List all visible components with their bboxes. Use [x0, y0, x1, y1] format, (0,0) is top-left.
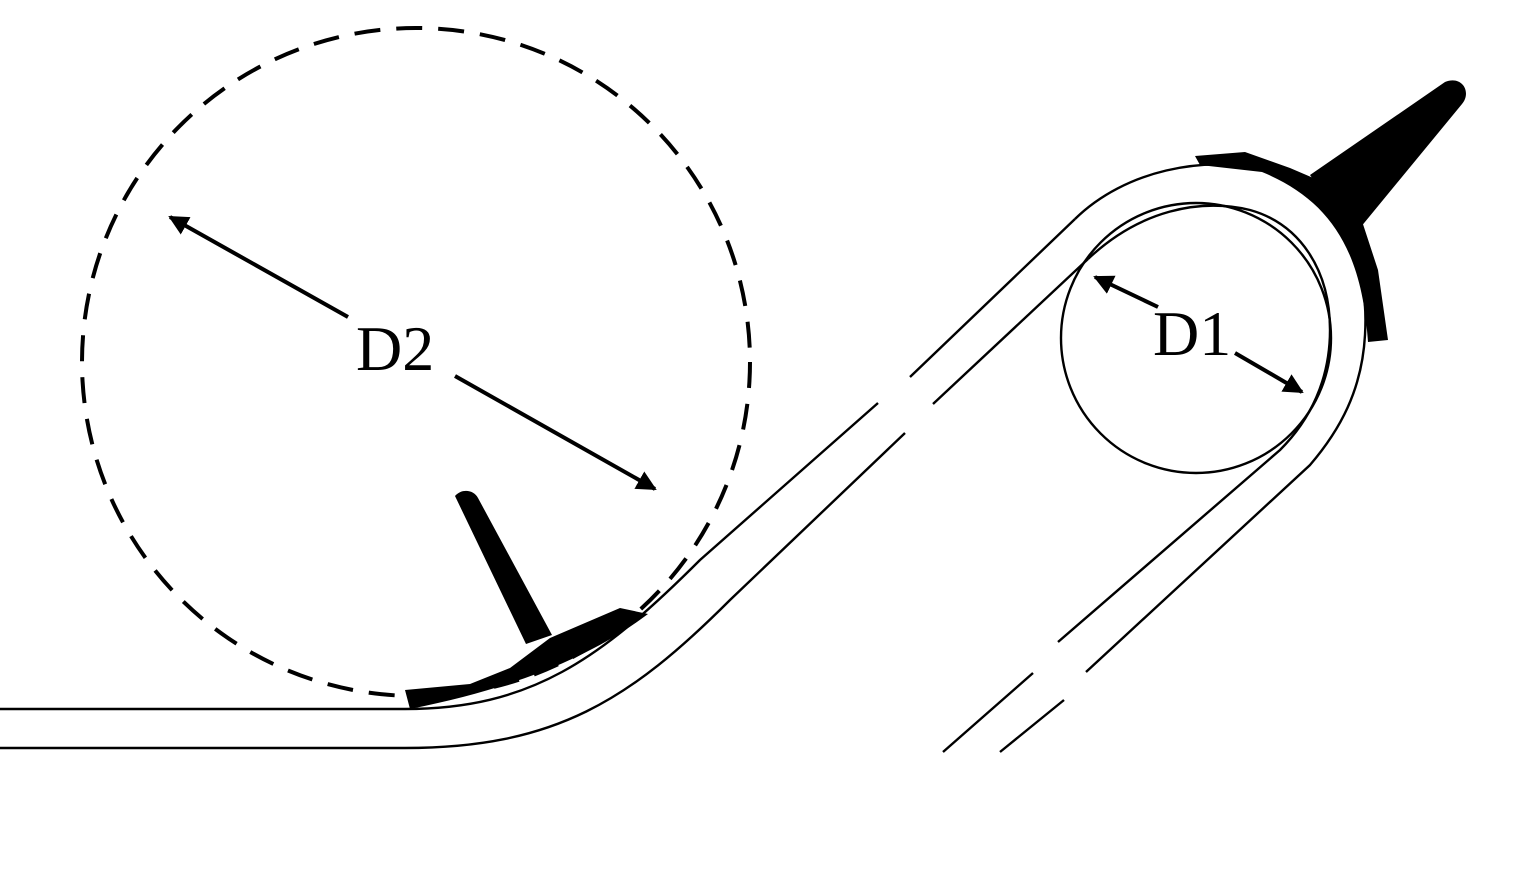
upper-diagonal-inner-line — [909, 218, 1076, 378]
lower-tail-right-line — [999, 699, 1065, 753]
lower-tail-group — [942, 672, 1065, 753]
lower-tail-left-line — [942, 672, 1034, 753]
upper-diagonal-group — [909, 218, 1089, 405]
upper-bend-outer-line — [1074, 163, 1367, 673]
lower-clamp-base — [405, 608, 648, 709]
d1-arrow-right — [1233, 351, 1304, 394]
d1-arrows — [1093, 275, 1304, 394]
upper-clamp-group — [1195, 80, 1466, 342]
small-roller-circle — [1059, 201, 1333, 475]
upper-bend-inner-line — [1057, 204, 1332, 643]
d2-arrow-upper — [168, 215, 349, 319]
lower-bend-outer-line — [0, 432, 906, 750]
lower-bend-inner-line — [0, 402, 879, 711]
upper-clamp-blade — [1310, 80, 1466, 229]
d1-label: D1 — [1153, 298, 1231, 369]
upper-clamp-base — [1195, 152, 1388, 342]
d2-label: D2 — [356, 313, 434, 384]
upper-diagonal-outer-line — [932, 258, 1089, 405]
lower-clamp-blade — [455, 490, 552, 644]
d2-arrow-lower — [454, 374, 657, 491]
d2-arrows — [168, 215, 657, 491]
lower-bend-group — [0, 402, 906, 750]
d1-arrow-left — [1093, 275, 1159, 309]
lower-clamp-group — [405, 490, 648, 709]
